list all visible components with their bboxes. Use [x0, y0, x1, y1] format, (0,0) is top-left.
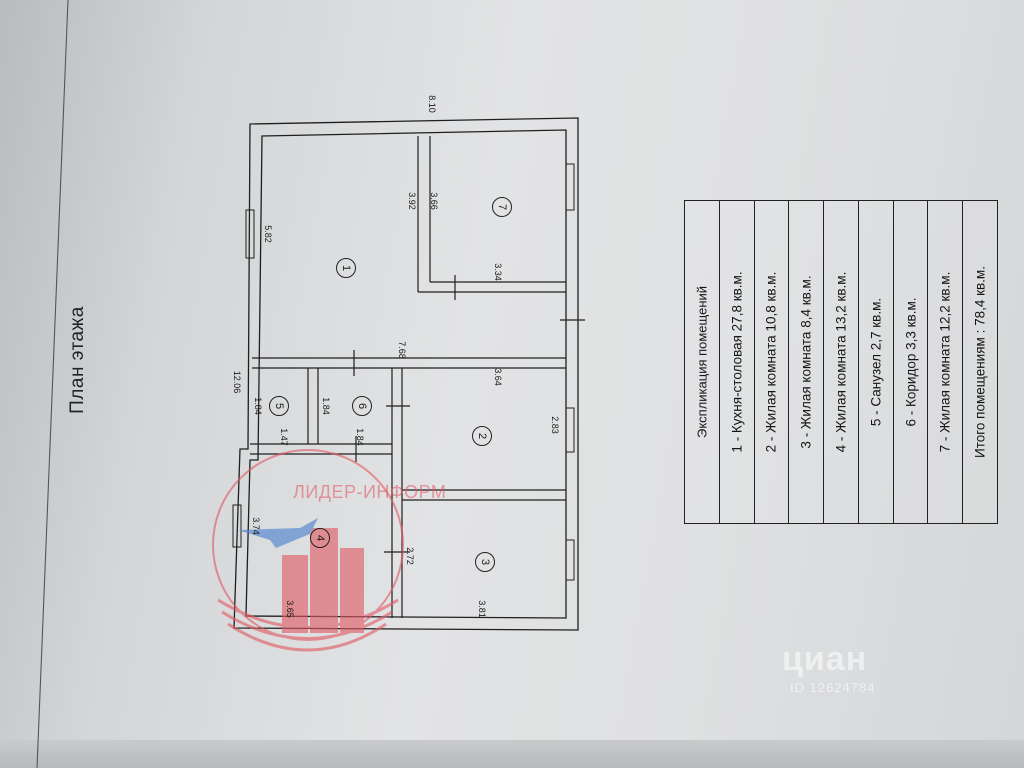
- room-number-6: 6: [352, 396, 372, 416]
- dim-room2-length: 3.64: [493, 368, 503, 386]
- dim-room1-length: 7.68: [397, 341, 407, 359]
- room-number-1: 1: [336, 258, 356, 278]
- dim-overall-width: 8.10: [427, 95, 437, 113]
- legend-row-text: 7 - Жилая комната 12,2 кв.м.: [937, 271, 953, 453]
- legend-row: 2 - Жилая комната 10,8 кв.м.: [755, 201, 790, 523]
- legend-row-text: 6 - Коридор 3,3 кв.м.: [903, 297, 919, 427]
- legend-row-text: 4 - Жилая комната 13,2 кв.м.: [833, 271, 849, 453]
- agency-watermark-logo: [212, 449, 404, 652]
- dim-room7-length: 3.34: [493, 263, 503, 281]
- dim-room5-width: 1.84: [253, 397, 263, 415]
- dim-room1-width: 5.82: [263, 225, 273, 243]
- legend-row: 1 - Кухня-столовая 27,8 кв.м.: [720, 201, 755, 523]
- room-number-2: 2: [472, 426, 492, 446]
- windows: [232, 163, 575, 581]
- dim-room4-width: 3.74: [251, 517, 261, 535]
- dim-room5-length: 1.47: [279, 428, 289, 446]
- dim-room2-width: 2.83: [550, 416, 560, 434]
- dim-room3-length: 3.81: [477, 600, 487, 618]
- legend-row: 4 - Жилая комната 13,2 кв.м.: [824, 201, 859, 523]
- legend-row-text: 1 - Кухня-столовая 27,8 кв.м.: [729, 271, 745, 453]
- room-number-4: 4: [310, 528, 330, 548]
- cian-watermark: циан: [782, 640, 868, 678]
- room-number-3: 3: [475, 552, 495, 572]
- legend-header: Экспликация помещений: [694, 285, 710, 439]
- legend-row: 6 - Коридор 3,3 кв.м.: [894, 201, 929, 523]
- legend-header-cell: Экспликация помещений: [685, 201, 720, 523]
- dim-room7-outer-width: 3.92: [407, 192, 417, 210]
- room-number-5: 5: [269, 396, 289, 416]
- dim-room6-width: 1.84: [321, 397, 331, 415]
- room-number-7: 7: [492, 197, 512, 217]
- legend-table: Экспликация помещений 1 - Кухня-столовая…: [684, 200, 998, 524]
- agency-watermark-text: ЛИДЕР-ИНФОРМ: [293, 482, 447, 502]
- legend-row: 7 - Жилая комната 12,2 кв.м.: [928, 201, 964, 523]
- legend-row-text: 5 - Санузел 2,7 кв.м.: [868, 297, 884, 427]
- dim-room7-width: 3.66: [429, 192, 439, 210]
- page-bottom-edge: [0, 740, 1024, 768]
- legend-row: 5 - Санузел 2,7 кв.м.: [859, 201, 894, 523]
- legend-total-row: Итого помещениям : 78,4 кв.м.: [963, 201, 997, 523]
- dim-overall-length: 12.06: [232, 370, 242, 394]
- legend-row-text: 2 - Жилая комната 10,8 кв.м.: [763, 271, 779, 453]
- interior-walls: [250, 136, 585, 618]
- dim-room6-length: 1.84: [355, 428, 365, 446]
- cian-id-watermark: ID 12624784: [790, 680, 876, 695]
- legend-total-text: Итого помещениям : 78,4 кв.м.: [972, 266, 988, 458]
- legend-row-text: 3 - Жилая комната 8,4 кв.м.: [798, 275, 814, 449]
- dim-room4-length: 3.65: [285, 600, 295, 618]
- dim-room3-width: 2.72: [405, 547, 415, 565]
- legend-row: 3 - Жилая комната 8,4 кв.м.: [789, 201, 825, 523]
